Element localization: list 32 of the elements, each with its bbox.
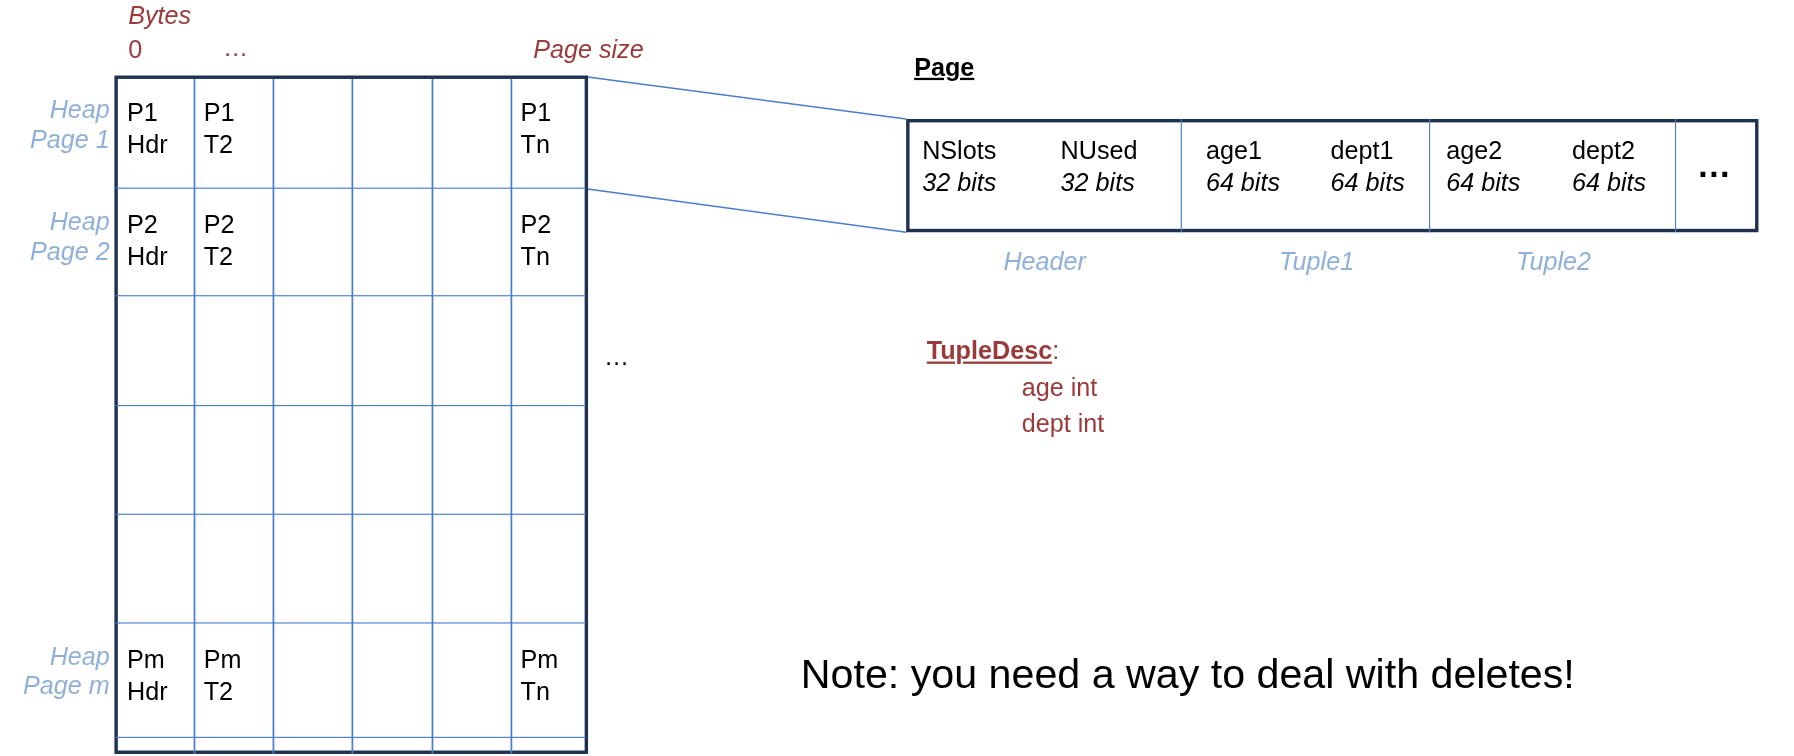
section-caption: Heap Page m — [22, 641, 110, 703]
field-text: age2 64 bits — [1446, 135, 1521, 198]
cell-text: Pm Hdr — [127, 644, 168, 708]
field-text: dept1 64 bits — [1330, 135, 1405, 198]
page-heading: Page — [914, 51, 975, 83]
section-caption: Tuple2 — [1515, 247, 1592, 278]
cell-text: P1 Hdr — [127, 97, 168, 161]
section-caption: Header — [1003, 247, 1086, 278]
section-caption: Heap Page 1 — [29, 94, 110, 156]
section-caption: Heap Page 2 — [29, 207, 110, 268]
cell-text: P2 Tn — [520, 209, 552, 273]
section-caption: Tuple1 — [1279, 247, 1355, 278]
cell-text: Pm Tn — [520, 644, 559, 708]
cell-text: P1 T2 — [203, 97, 235, 161]
text-label: Page size — [533, 34, 644, 66]
cell-text: P2 T2 — [203, 209, 235, 273]
text-label: dept int — [1021, 408, 1105, 440]
field-text: NUsed 32 bits — [1060, 135, 1138, 198]
field-text: dept2 64 bits — [1572, 135, 1647, 198]
field-text: age1 64 bits — [1205, 135, 1281, 198]
ellipsis: … — [1696, 145, 1731, 187]
cell-text: P2 Hdr — [127, 209, 168, 273]
cell-text: Pm T2 — [203, 644, 242, 708]
cell-text: P1 Tn — [520, 97, 552, 161]
text-label: age int — [1021, 372, 1098, 404]
text-label: Bytes — [128, 0, 192, 32]
text-label: Note: you need a way to deal with deletes! — [800, 648, 1575, 699]
field-text: NSlots 32 bits — [922, 135, 997, 198]
text-label: TupleDesc: — [926, 335, 1060, 367]
text-label: … — [223, 32, 249, 64]
text-label: … — [604, 341, 630, 373]
text-label: 0 — [128, 34, 143, 66]
